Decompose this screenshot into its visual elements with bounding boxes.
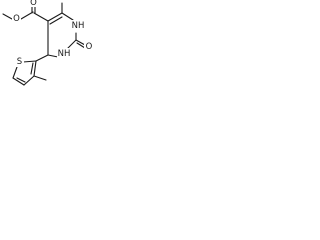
atom-label-thiophene-sulfur: S (17, 57, 22, 67)
bond-c4-thiophene (35, 54, 49, 62)
bond-c5-c6-double-b (49, 16, 63, 25)
atom-label-ester-oxygen: O (13, 14, 20, 24)
bond-thiophene-c5-c4-inner (16, 77, 26, 83)
bond-thiophene-c3-c2-double-a (33, 60, 37, 77)
bond-n3-c4 (47, 54, 59, 58)
atom-labels: O O NH NH O S (12, 0, 94, 67)
chemical-structure-diagram: O O NH NH O S (2, 0, 94, 86)
bond-carbonyl-c5 (33, 12, 49, 22)
bond-thiophene-s-c5 (12, 66, 18, 79)
bond-thiophene-c5-c4-double (12, 77, 25, 86)
bond-c2-n3 (66, 39, 77, 50)
atom-label-urea-oxygen: O (86, 42, 93, 52)
bond-thiophene-c3-c2-double-b (30, 62, 34, 75)
bond-thiophene-c3-methyl (33, 75, 47, 81)
bond-c2-o-double-b (76, 42, 86, 49)
bonds (2, 2, 86, 86)
bond-methoxy-oxygen-carbonyl (20, 11, 34, 20)
atom-label-carbonyl-oxygen: O (30, 0, 37, 8)
atom-label-n3: NH (58, 49, 71, 59)
bond-thiophene-c4-c3 (23, 75, 35, 86)
bond-thiophene-c2-s (22, 60, 37, 63)
bond-methoxy-methyl (2, 13, 13, 20)
bond-c2-o-double-a (75, 39, 86, 46)
bond-c5-c6-double-a (47, 12, 63, 22)
bond-c6-n1 (61, 12, 74, 21)
atom-label-n1: NH (72, 21, 85, 31)
